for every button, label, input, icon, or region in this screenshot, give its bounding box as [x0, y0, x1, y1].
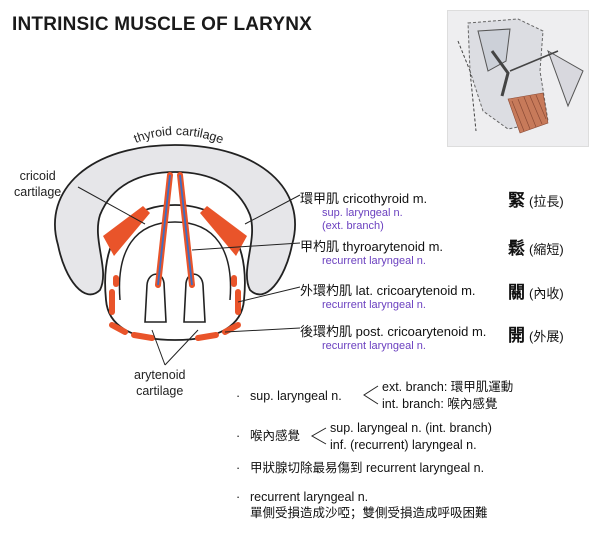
muscle-row-thyroarytenoid: 甲杓肌 thyroarytenoid m. recurrent laryngea… — [300, 236, 443, 268]
note-text: 甲狀腺切除最易傷到 recurrent laryngeal n. — [250, 461, 485, 475]
function-main: 鬆 — [508, 239, 525, 258]
cricoid-label-line1: cricoid — [19, 169, 56, 183]
nerve-label: recurrent laryngeal n. — [322, 299, 426, 311]
arytenoid-label-line1: arytenoid — [134, 368, 186, 382]
function-thyroarytenoid: 鬆 (縮短) — [508, 234, 564, 259]
note-text: recurrent laryngeal n. — [250, 490, 369, 504]
function-lat-cricoarytenoid: 關 (內收) — [508, 278, 564, 303]
function-main: 關 — [508, 283, 525, 302]
note-sensation-b: inf. (recurrent) laryngeal n. — [330, 437, 477, 453]
function-main: 開 — [508, 326, 525, 345]
note-sensation: ·喉內感覺 — [236, 429, 301, 443]
note-recurrent: ·recurrent laryngeal n. — [236, 490, 369, 504]
arytenoid-label: arytenoid cartilage — [134, 367, 185, 399]
note-text: sup. laryngeal n. — [250, 389, 342, 403]
page-title: INTRINSIC MUSCLE OF LARYNX — [12, 14, 313, 35]
note-text: ext. branch: 環甲肌運動 — [382, 380, 514, 394]
muscle-name: 環甲肌 cricothyroid m. — [300, 191, 428, 206]
nerve-label: recurrent laryngeal n. — [322, 340, 426, 352]
note-sup-laryngeal: ·sup. laryngeal n. — [236, 389, 342, 403]
note-int-branch: int. branch: 喉內感覺 — [382, 396, 497, 412]
function-detail: (拉長) — [529, 194, 564, 209]
cricoid-label-line2: cartilage — [14, 185, 62, 199]
larynx-model-photo — [447, 10, 589, 147]
function-detail: (內收) — [529, 286, 564, 301]
nerve-label: sup. laryngeal n. — [322, 207, 403, 219]
thyroid-cartilage-label: thyroid cartilage — [132, 124, 226, 147]
muscle-row-lat-cricoarytenoid: 外環杓肌 lat. cricoarytenoid m. recurrent la… — [300, 280, 476, 312]
note-ext-branch: ext. branch: 環甲肌運動 — [382, 379, 513, 395]
function-detail: (縮短) — [529, 242, 564, 257]
cricoid-label: cricoid cartilage — [14, 168, 61, 200]
arytenoid-label-line2: cartilage — [136, 384, 184, 398]
function-cricothyroid: 緊 (拉長) — [508, 186, 564, 211]
note-text: sup. laryngeal n. (int. branch) — [330, 421, 492, 435]
note-recurrent-damage: 單側受損造成沙啞；雙側受損造成呼吸困難 — [250, 505, 488, 521]
cricothyroid-left — [103, 206, 150, 256]
cricothyroid-right — [200, 206, 247, 256]
muscle-name: 外環杓肌 lat. cricoarytenoid m. — [300, 283, 476, 298]
muscle-row-post-cricoarytenoid: 後環杓肌 post. cricoarytenoid m. recurrent l… — [300, 321, 486, 353]
function-detail: (外展) — [529, 329, 564, 344]
muscle-row-cricothyroid: 環甲肌 cricothyroid m. sup. laryngeal n. (e… — [300, 188, 427, 233]
note-text: inf. (recurrent) laryngeal n. — [330, 438, 477, 452]
nerve-label: recurrent laryngeal n. — [322, 255, 426, 267]
note-text: 單側受損造成沙啞；雙側受損造成呼吸困難 — [250, 506, 488, 520]
muscle-name: 甲杓肌 thyroarytenoid m. — [300, 239, 444, 254]
function-post-cricoarytenoid: 開 (外展) — [508, 321, 564, 346]
note-text: int. branch: 喉內感覺 — [382, 397, 498, 411]
note-sensation-a: sup. laryngeal n. (int. branch) — [330, 420, 492, 436]
nerve-branch-label: (ext. branch) — [322, 220, 384, 232]
function-main: 緊 — [508, 191, 525, 210]
note-text: 喉內感覺 — [250, 429, 301, 443]
note-thyroidectomy: ·甲狀腺切除最易傷到 recurrent laryngeal n. — [236, 461, 485, 475]
muscle-name: 後環杓肌 post. cricoarytenoid m. — [300, 324, 487, 339]
